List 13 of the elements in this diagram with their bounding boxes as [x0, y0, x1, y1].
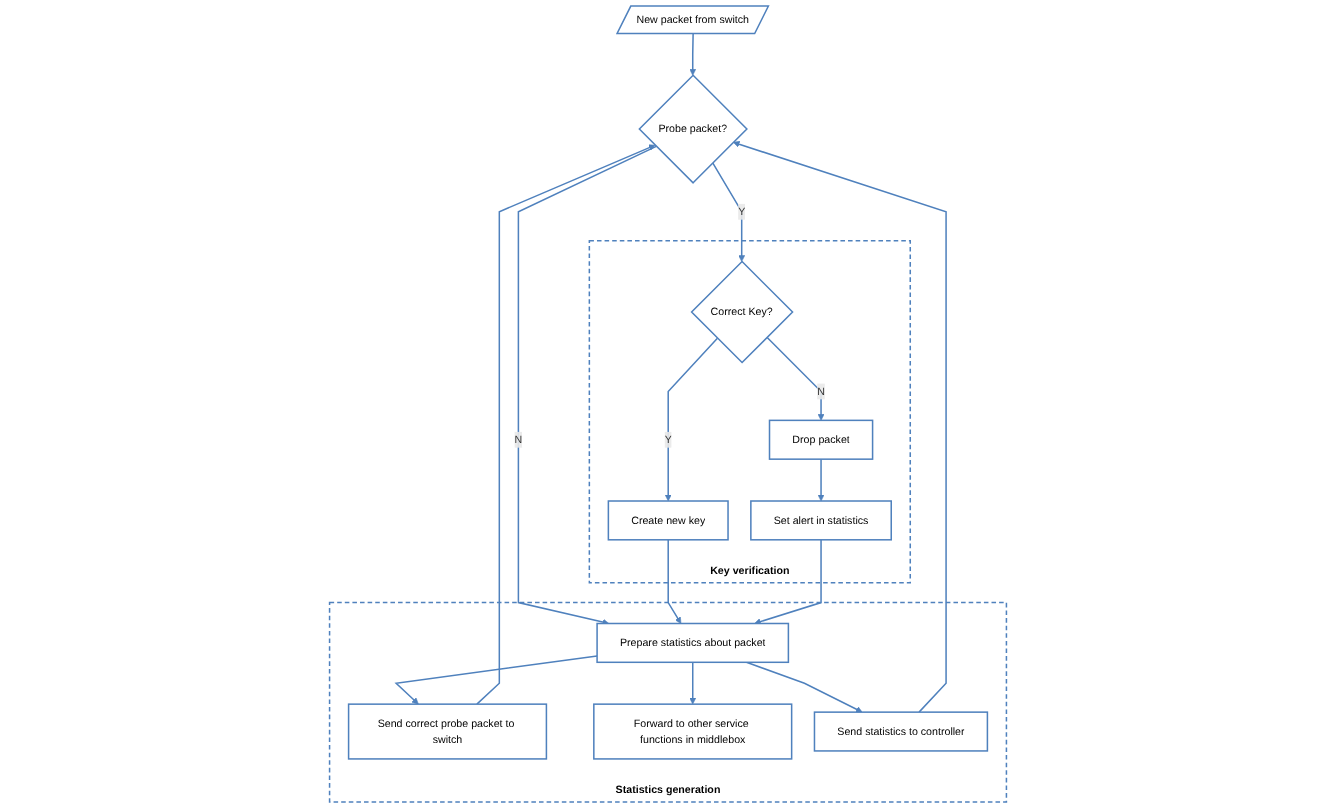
arrow: [394, 655, 598, 705]
arrow: [689, 661, 697, 705]
arrow: [711, 162, 746, 262]
arrow: [517, 145, 658, 626]
arrow: [476, 144, 656, 705]
arrow: [766, 336, 825, 421]
arrow: [664, 337, 719, 502]
arrow: [754, 539, 822, 625]
arrow: [745, 661, 863, 713]
arrow: [732, 141, 947, 713]
arrow: [817, 458, 825, 502]
arrow: [667, 539, 682, 624]
arrow: [689, 33, 697, 76]
